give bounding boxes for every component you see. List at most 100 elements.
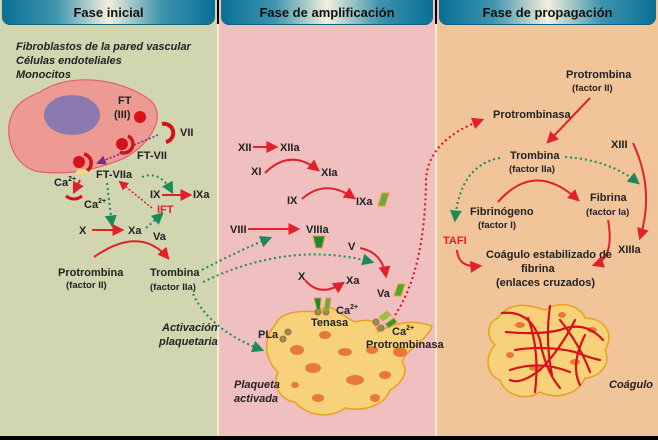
header-amplification-phase: Fase de amplificación <box>221 0 433 25</box>
label-ix: IX <box>287 195 298 207</box>
cell-nucleus <box>44 95 100 135</box>
label-coagulo-line3: (enlaces cruzados) <box>496 277 595 289</box>
platelet-granule <box>366 346 378 354</box>
label-ca: Ca2+ <box>392 325 414 338</box>
phospholipid <box>279 335 287 343</box>
label-factor-ia: (factor Ia) <box>586 207 629 218</box>
ixa-shape <box>323 297 332 311</box>
header-initial-phase: Fase inicial <box>2 0 215 25</box>
cell-type-text: Monocitos <box>16 69 71 81</box>
phospholipid <box>377 324 385 332</box>
label-protrombinasa: Protrombinasa <box>493 109 572 121</box>
label-plaquetaria: plaquetaria <box>158 336 218 348</box>
label-pla: PLa <box>258 329 279 341</box>
label-ca: Ca2+ <box>336 304 358 317</box>
label-xia: XIa <box>321 167 338 179</box>
label-xiia: XIIa <box>280 142 300 154</box>
label-fibrina: Fibrina <box>590 192 628 204</box>
tissue-factor-receptor <box>134 111 146 123</box>
label-xiiia: XIIIa <box>618 244 642 256</box>
label-ixa: IXa <box>193 189 210 201</box>
label-tafi: TAFI <box>443 235 467 247</box>
label-factor-ii: (factor II) <box>572 83 613 94</box>
inhibition-arrow <box>456 249 483 273</box>
label-ca: Ca2+ <box>54 176 76 189</box>
ft-viia-complex <box>73 156 85 168</box>
label-activacion: Activación <box>161 322 218 334</box>
label-factor-ii: (factor II) <box>66 280 107 291</box>
divider <box>217 24 219 436</box>
activation-arrow <box>72 179 84 195</box>
calcium-shape <box>65 194 83 201</box>
label-factor-iia: (factor IIa) <box>509 164 555 175</box>
label-factor-iia: (factor IIa) <box>150 282 196 293</box>
clot-illustration <box>487 303 610 398</box>
platelet-granule <box>393 347 407 357</box>
phospholipid <box>372 318 380 326</box>
label-ca: Ca2+ <box>84 198 106 211</box>
label-xa: Xa <box>128 225 142 237</box>
activation-arrow <box>546 97 591 144</box>
ft-vii-complex <box>116 138 128 150</box>
binding-arrow <box>133 134 159 146</box>
label-va: Va <box>377 288 391 300</box>
va-shape <box>393 283 406 297</box>
ft-vii-complex-shape <box>119 134 135 155</box>
calcium-ion <box>76 169 88 175</box>
platelet-granule <box>338 348 352 356</box>
label-trombina: Trombina <box>150 267 200 279</box>
label-protrombinasa: Protrombinasa <box>366 339 445 351</box>
label-ixa: IXa <box>356 196 373 208</box>
divider <box>435 24 437 436</box>
platelet-granule <box>379 371 391 379</box>
label-vii: VII <box>180 127 193 139</box>
label-ft-iii: (III) <box>114 109 131 121</box>
platelet-granule <box>290 345 304 355</box>
inhibition-arrow <box>118 180 153 209</box>
activation-arrow <box>96 149 131 165</box>
va-shape <box>378 310 392 322</box>
label-ft: FT <box>118 95 132 107</box>
cell-type-text: Fibroblastos de la pared vascular <box>16 41 192 53</box>
label-xiii: XIII <box>611 139 628 151</box>
ixa-shape <box>377 192 390 207</box>
label-activada: activada <box>234 393 278 405</box>
header-propagation-phase: Fase de propagación <box>439 0 656 25</box>
label-factor-i: (factor I) <box>478 220 516 231</box>
label-va: Va <box>153 231 167 243</box>
platelet-granule <box>370 394 380 402</box>
feedback-arrow <box>564 156 640 185</box>
label-tenasa: Tenasa <box>311 317 349 329</box>
label-xii: XII <box>238 142 251 154</box>
label-coagulo-line2: fibrina <box>521 263 555 275</box>
feedback-arrow <box>145 212 164 229</box>
platelet-granule <box>312 394 324 402</box>
activation-arrow <box>301 187 356 200</box>
phospholipid <box>284 328 292 336</box>
platelet-granule <box>305 363 321 373</box>
label-coagulo: Coágulo <box>609 379 653 391</box>
label-coagulo-line1: Coágulo estabilizado de <box>486 249 612 261</box>
platelet-granule <box>346 375 364 385</box>
viiia-shape <box>312 235 326 249</box>
label-x: X <box>79 225 87 237</box>
cell-type-text: Células endoteliales <box>16 55 122 67</box>
activation-arrow <box>591 219 611 268</box>
platelet-granule <box>319 331 331 339</box>
xa-shape <box>384 317 398 329</box>
activation-arrow <box>394 117 485 316</box>
factor-vii-shape <box>161 121 176 144</box>
label-v: V <box>348 241 356 253</box>
label-viiia: VIIIa <box>306 224 330 236</box>
feedback-arrow <box>192 293 265 353</box>
activation-arrow <box>359 247 391 279</box>
feedback-arrow <box>104 182 117 228</box>
feedback-arrow <box>201 235 273 271</box>
label-trombina: Trombina <box>510 150 560 162</box>
label-ft-viia: FT-VIIa <box>96 169 133 181</box>
feedback-arrow <box>141 174 174 195</box>
label-x: X <box>298 271 306 283</box>
label-xa: Xa <box>346 275 360 287</box>
activation-arrow <box>304 279 346 294</box>
